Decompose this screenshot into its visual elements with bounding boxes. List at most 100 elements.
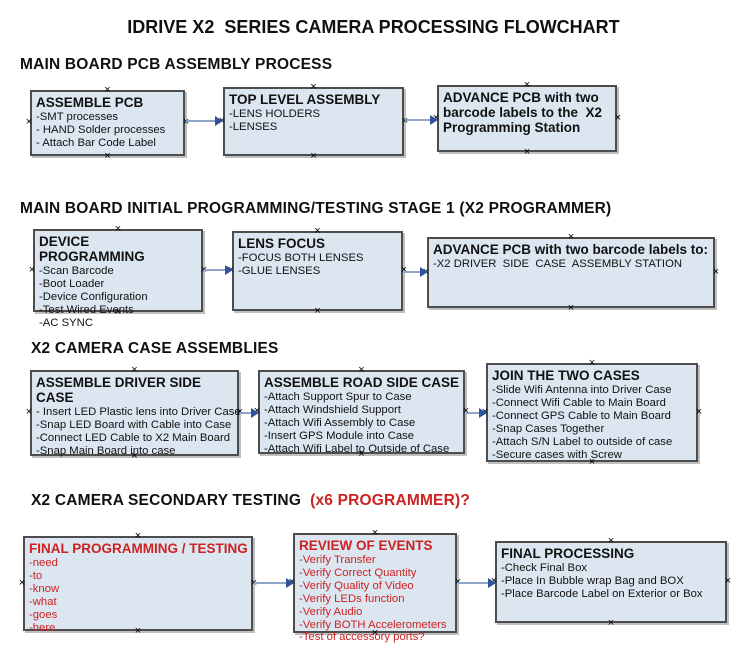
box-items: -Scan Barcode-Boot Loader-Device Configu… <box>39 265 198 330</box>
box-title: ADVANCE PCB with two barcode labels to: <box>433 242 709 257</box>
flow-box-assemble-road-side-case: ASSEMBLE ROAD SIDE CASE -Attach Support … <box>258 370 465 455</box>
arrow-head-icon <box>286 578 294 588</box>
connector-handle-icon <box>310 152 318 160</box>
box-item: -what <box>29 595 57 608</box>
connector-handle-icon <box>358 366 366 374</box>
box-item: -AC SYNC <box>39 316 93 329</box>
connector-handle-icon <box>114 225 122 233</box>
connector-handle-icon <box>114 308 122 316</box>
box-item: -SMT processes <box>36 111 119 123</box>
box-item: -GLUE LENSES <box>238 264 321 277</box>
arrow-head-icon <box>479 408 487 418</box>
box-item: -LENSES <box>229 120 278 133</box>
connector-handle-icon <box>607 537 615 545</box>
arrow-line <box>204 269 229 271</box>
connector-handle-icon <box>371 529 379 537</box>
section-header-pcb-assembly: MAIN BOARD PCB ASSEMBLY PROCESS <box>20 56 333 73</box>
flow-arrow <box>404 267 428 277</box>
flow-arrow <box>254 578 294 588</box>
connector-handle-icon <box>131 366 139 374</box>
box-item: -Secure cases with Screw <box>492 448 622 461</box>
box-item: -Attach Support Spur to Case <box>264 391 412 403</box>
box-title: DEVICE PROGRAMMING <box>39 234 145 264</box>
box-item: -Insert GPS Module into Case <box>264 429 415 442</box>
arrow-head-icon <box>488 578 496 588</box>
connector-handle-icon <box>567 304 575 312</box>
box-items: -X2 DRIVER SIDE CASE ASSEMBLY STATION <box>433 258 710 271</box>
connector-handle-icon <box>134 627 142 635</box>
section-header-initial-programming: MAIN BOARD INITIAL PROGRAMMING/TESTING S… <box>20 200 612 217</box>
box-item: -Device Configuration <box>39 290 148 303</box>
box-title: FINAL PROCESSING <box>501 546 635 561</box>
connector-handle-icon <box>695 408 703 416</box>
connector-handle-icon <box>614 114 622 122</box>
box-title: TOP LEVEL ASSEMBLY <box>229 92 381 107</box>
arrow-line <box>240 412 255 414</box>
connector-handle-icon <box>523 81 531 89</box>
box-title: ASSEMBLE DRIVER SIDE CASE <box>36 375 205 405</box>
box-item: -Attach Wifi Label to Outside of Case <box>264 442 450 455</box>
box-item: -know <box>29 582 60 595</box>
box-item: -need <box>29 557 58 569</box>
connector-handle-icon <box>607 619 615 627</box>
box-item: -goes <box>29 608 58 621</box>
arrow-head-icon <box>251 408 259 418</box>
flow-arrow <box>466 408 487 418</box>
box-item: -Scan Barcode <box>39 265 114 277</box>
section-header-secondary-testing: X2 CAMERA SECONDARY TESTING (x6 PROGRAMM… <box>31 492 470 510</box>
arrow-line <box>254 582 290 584</box>
section-header-red-suffix: (x6 PROGRAMMER)? <box>310 492 471 509</box>
box-item: -Place Barcode Label on Exterior or Box <box>501 587 703 600</box>
box-item: -Connect GPS Cable to Main Board <box>492 409 671 422</box>
flow-box-device-programming: DEVICE PROGRAMMING -Scan Barcode-Boot Lo… <box>33 229 203 329</box>
box-item: - Insert LED Plastic lens into Driver Ca… <box>36 406 241 418</box>
box-items: -need-to-know-what-goes-here <box>29 557 248 634</box>
connector-handle-icon <box>28 266 36 274</box>
arrow-line <box>404 271 424 273</box>
connector-handle-icon <box>314 227 322 235</box>
box-item: -Verify Correct Quantity <box>299 566 417 579</box>
arrow-line <box>405 119 434 121</box>
box-title: JOIN THE TWO CASES <box>492 368 640 383</box>
box-item: -Attach S/N Label to outside of case <box>492 435 673 448</box>
box-item: -Place In Bubble wrap Bag and BOX <box>501 574 684 587</box>
box-item: -Attach Windshield Support <box>264 403 401 416</box>
arrow-line <box>186 120 219 122</box>
box-items: -SMT processes- HAND Solder processes- A… <box>36 111 180 150</box>
box-item: -Snap Cases Together <box>492 422 605 435</box>
box-title: ASSEMBLE PCB <box>36 95 144 110</box>
section-header-case-assemblies: X2 CAMERA CASE ASSEMBLIES <box>31 340 279 357</box>
box-items: -LENS HOLDERS-LENSES <box>229 108 399 134</box>
flow-box-final-programming-testing: FINAL PROGRAMMING / TESTING -need-to-kno… <box>23 536 253 634</box>
box-item: -Connect Wifi Cable to Main Board <box>492 396 666 409</box>
flow-box-join-the-two-cases: JOIN THE TWO CASES -Slide Wifi Antenna i… <box>486 363 698 462</box>
flow-box-review-of-events: REVIEW OF EVENTS -Verify Transfer-Verify… <box>293 533 457 643</box>
box-title: ASSEMBLE ROAD SIDE CASE <box>264 375 460 390</box>
connector-handle-icon <box>724 577 732 585</box>
connector-handle-icon <box>18 579 26 587</box>
flow-arrow <box>204 265 233 275</box>
box-item: -Verify Quality of Video <box>299 579 414 592</box>
connector-handle-icon <box>567 233 575 241</box>
connector-handle-icon <box>712 268 720 276</box>
box-items: -FOCUS BOTH LENSES-GLUE LENSES <box>238 252 398 278</box>
flow-box-assemble-driver-side-case: ASSEMBLE DRIVER SIDE CASE - Insert LED P… <box>30 370 241 457</box>
box-item: -X2 DRIVER SIDE CASE ASSEMBLY STATION <box>433 258 683 270</box>
flow-box-top-level-assembly: TOP LEVEL ASSEMBLY -LENS HOLDERS-LENSES <box>223 87 404 156</box>
box-item: - HAND Solder processes <box>36 123 166 136</box>
box-item: -Test Wired Events <box>39 303 134 316</box>
arrow-head-icon <box>215 116 223 126</box>
box-item: -Attach Wifi Assembly to Case <box>264 416 416 429</box>
arrow-line <box>466 412 483 414</box>
connector-handle-icon <box>25 118 33 126</box>
box-title: FINAL PROGRAMMING / TESTING <box>29 541 248 556</box>
box-item: -Connect LED Cable to X2 Main Board <box>36 431 231 444</box>
connector-handle-icon <box>523 148 531 156</box>
arrow-head-icon <box>420 267 428 277</box>
connector-handle-icon <box>588 359 596 367</box>
box-item: - Attach Bar Code Label <box>36 136 156 149</box>
box-title: REVIEW OF EVENTS <box>299 538 433 553</box>
box-item: -Verify Audio <box>299 605 363 618</box>
box-item: -Verify Transfer <box>299 554 376 566</box>
box-item: -Check Final Box <box>501 562 588 574</box>
